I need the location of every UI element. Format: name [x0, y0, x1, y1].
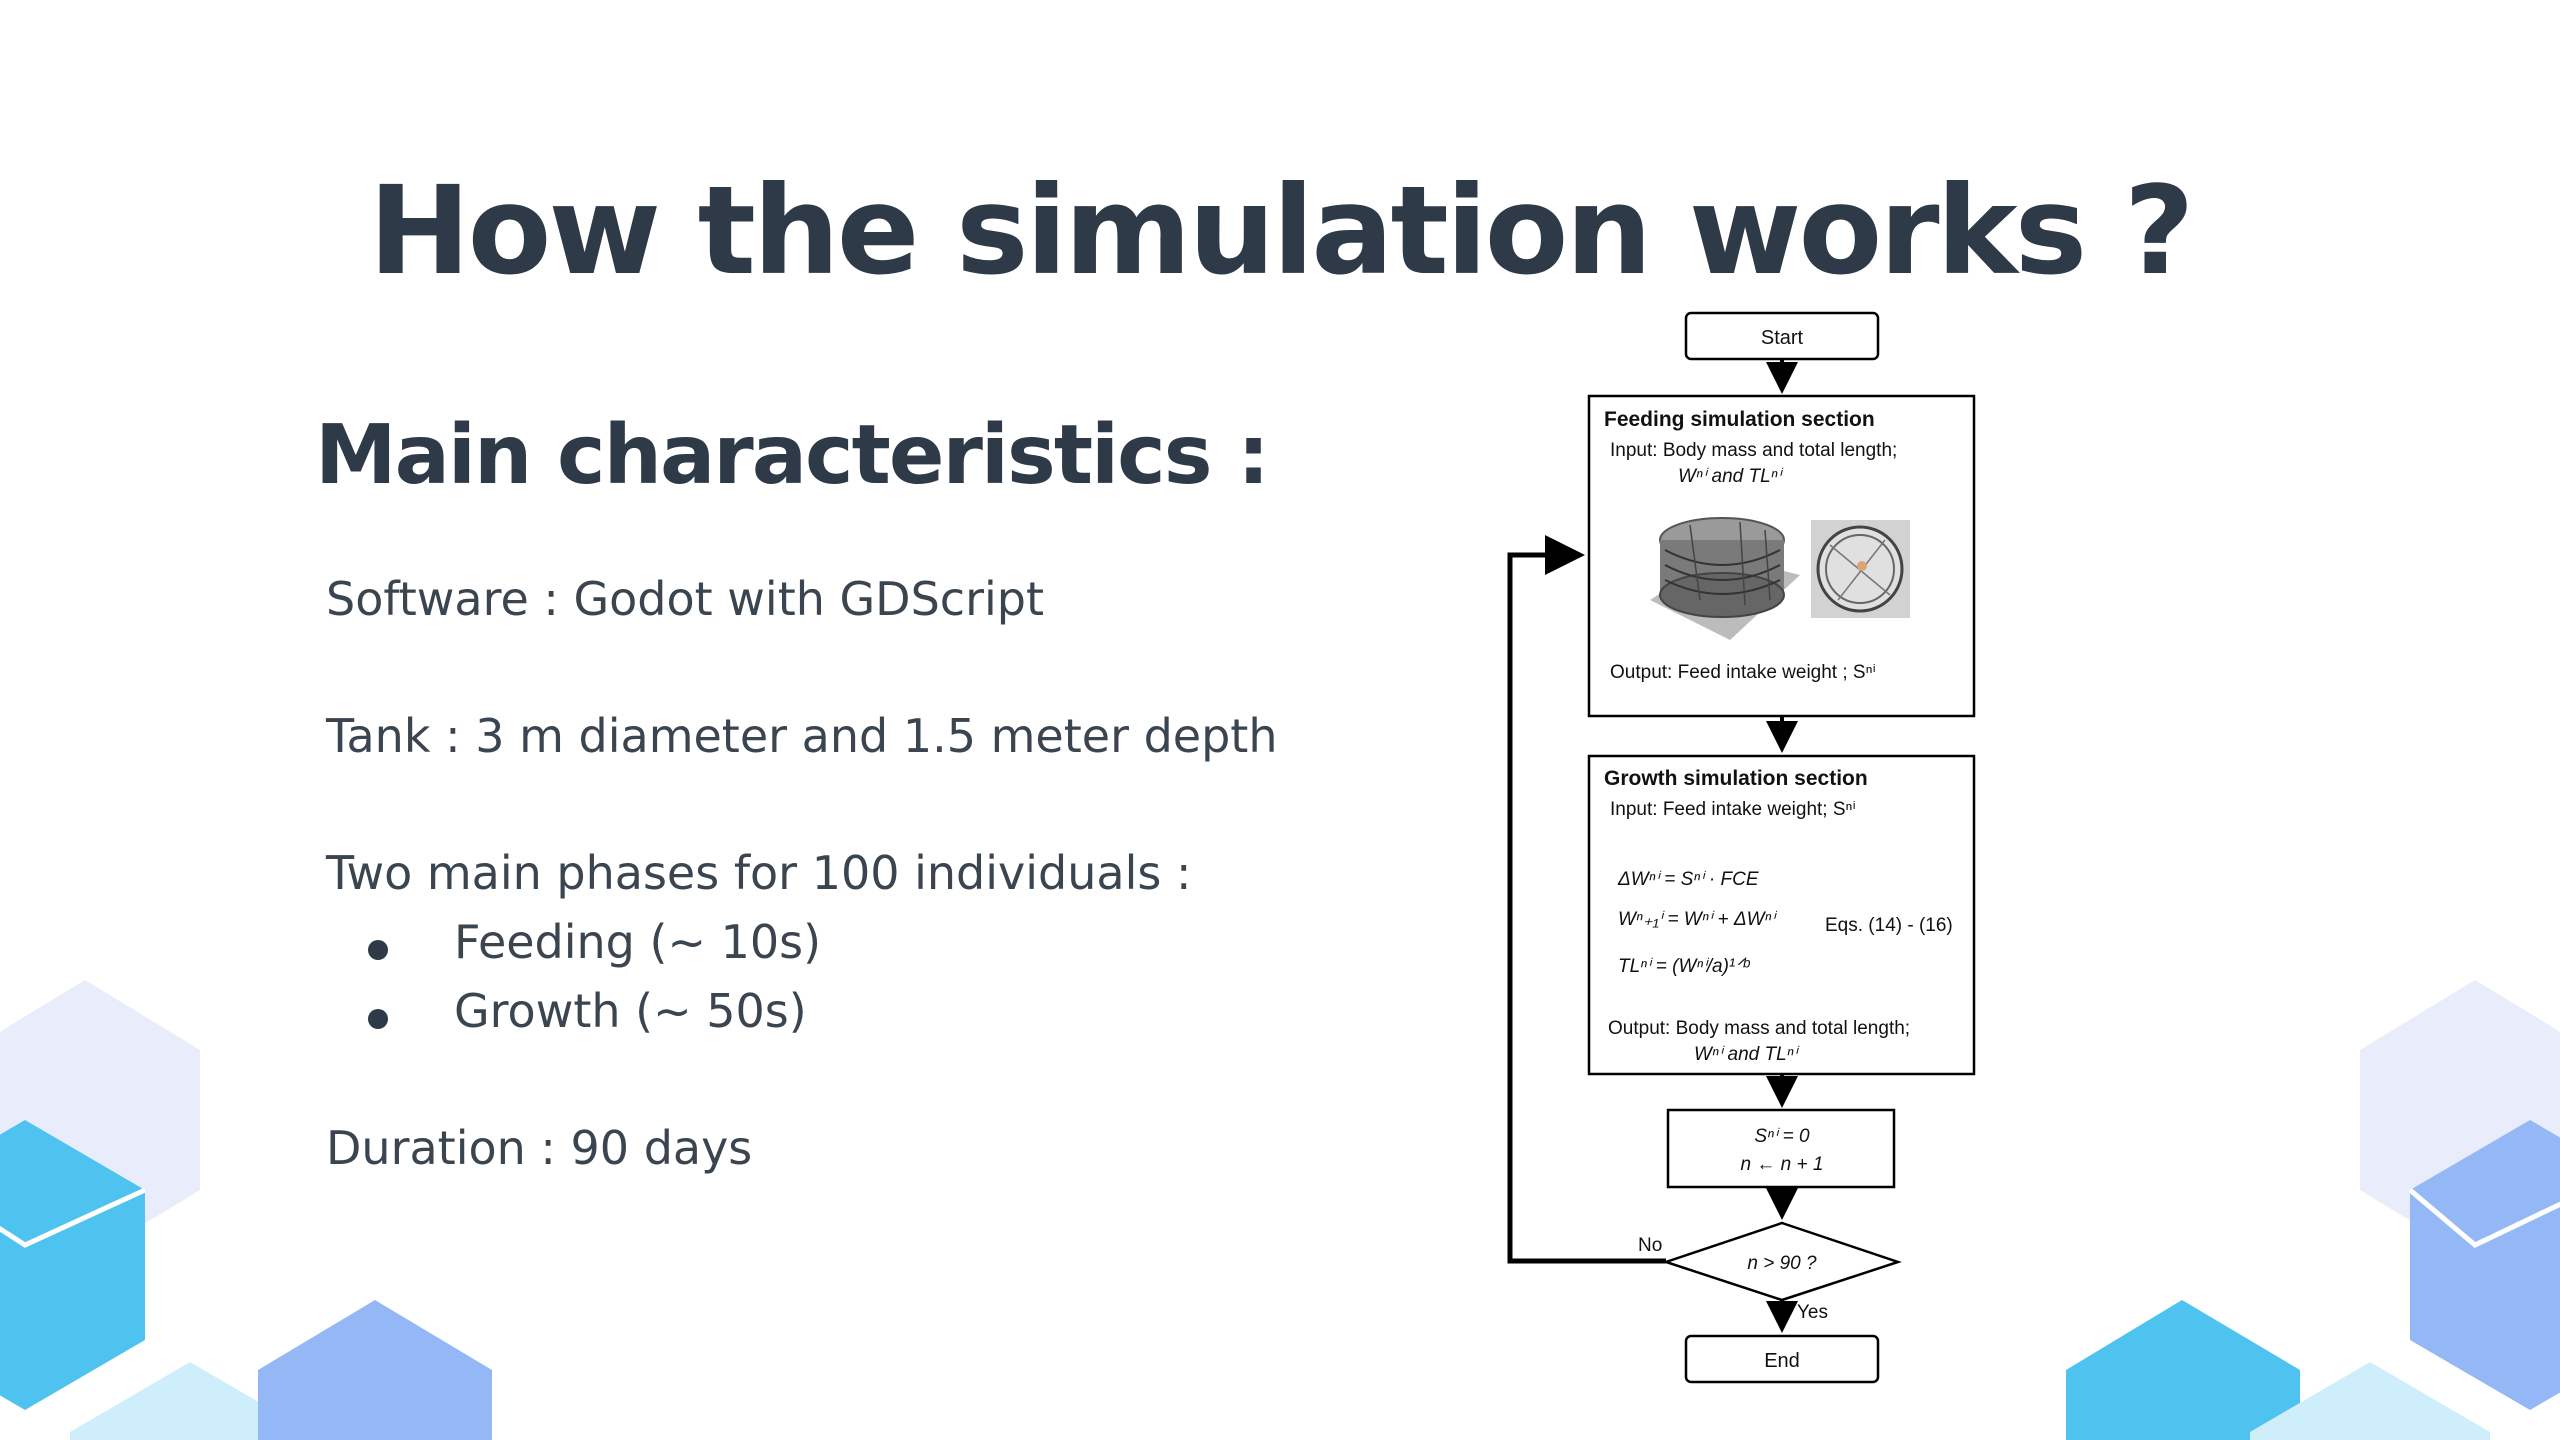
- loop-back-connector: [1507, 535, 1666, 1264]
- update-box: [1666, 1108, 1896, 1189]
- end-label: End: [1764, 1350, 1800, 1372]
- slide-title: How the simulation works ?: [368, 160, 2194, 302]
- growth-output-vars: Wⁿⁱ and TLⁿⁱ: [1694, 1044, 1800, 1065]
- start-label: Start: [1761, 327, 1804, 349]
- phases-line: Two main phases for 100 individuals :: [326, 846, 1192, 900]
- yes-label: Yes: [1797, 1302, 1828, 1323]
- hexagon-shape: [0, 1187, 147, 1248]
- bullet-growth: Growth (~ 50s): [454, 984, 807, 1038]
- hexagon-shape: [2410, 1120, 2560, 1410]
- hexagon-shape: [258, 1300, 492, 1440]
- bullet-dot: [368, 940, 388, 960]
- growth-equation-2: Wⁿ₊₁ⁱ = Wⁿⁱ + ΔWⁿⁱ: [1618, 909, 1777, 930]
- decision-text: n > 90 ?: [1747, 1253, 1817, 1274]
- end-node: [1684, 1334, 1880, 1384]
- hexagon-shape: [70, 1362, 310, 1440]
- software-line: Software : Godot with GDScript: [326, 572, 1045, 626]
- growth-equation-3: TLⁿⁱ = (Wⁿⁱ/a)¹ᐟᵇ: [1618, 956, 1750, 977]
- no-label: No: [1638, 1235, 1662, 1256]
- growth-input-text: Input: Feed intake weight; Sⁿⁱ: [1610, 799, 1856, 820]
- growth-equation-reference: Eqs. (14) - (16): [1825, 915, 1953, 936]
- feeding-input-vars: Wⁿⁱ and TLⁿⁱ: [1678, 466, 1784, 487]
- growth-section-header: Growth simulation section: [1604, 767, 1868, 790]
- bullet-feeding: Feeding (~ 10s): [454, 915, 822, 969]
- hexagon-shape: [2408, 1188, 2560, 1248]
- hexagon-shape: [2066, 1300, 2300, 1440]
- duration-line: Duration : 90 days: [326, 1121, 753, 1175]
- fish-net-top-view-image: [1811, 520, 1910, 618]
- feeding-output-text: Output: Feed intake weight ; Sⁿⁱ: [1610, 662, 1876, 683]
- tank-line: Tank : 3 m diameter and 1.5 meter depth: [326, 709, 1278, 763]
- fish-net-3d-image: [1650, 517, 1800, 640]
- update-increment-text: n ← n + 1: [1741, 1154, 1824, 1175]
- bullet-dot: [368, 1009, 388, 1029]
- growth-equation-1: ΔWⁿⁱ = Sⁿⁱ · FCE: [1617, 869, 1759, 890]
- growth-section-box: [1587, 754, 1976, 1076]
- update-reset-text: Sⁿⁱ = 0: [1754, 1126, 1810, 1147]
- feeding-input-text: Input: Body mass and total length;: [1610, 440, 1897, 461]
- section-heading: Main characteristics :: [315, 408, 1270, 503]
- hexagon-shape: [2250, 1362, 2490, 1440]
- feeding-section-header: Feeding simulation section: [1604, 408, 1875, 431]
- growth-output-text: Output: Body mass and total length;: [1608, 1018, 1910, 1039]
- hexagon-shape: [0, 1120, 145, 1410]
